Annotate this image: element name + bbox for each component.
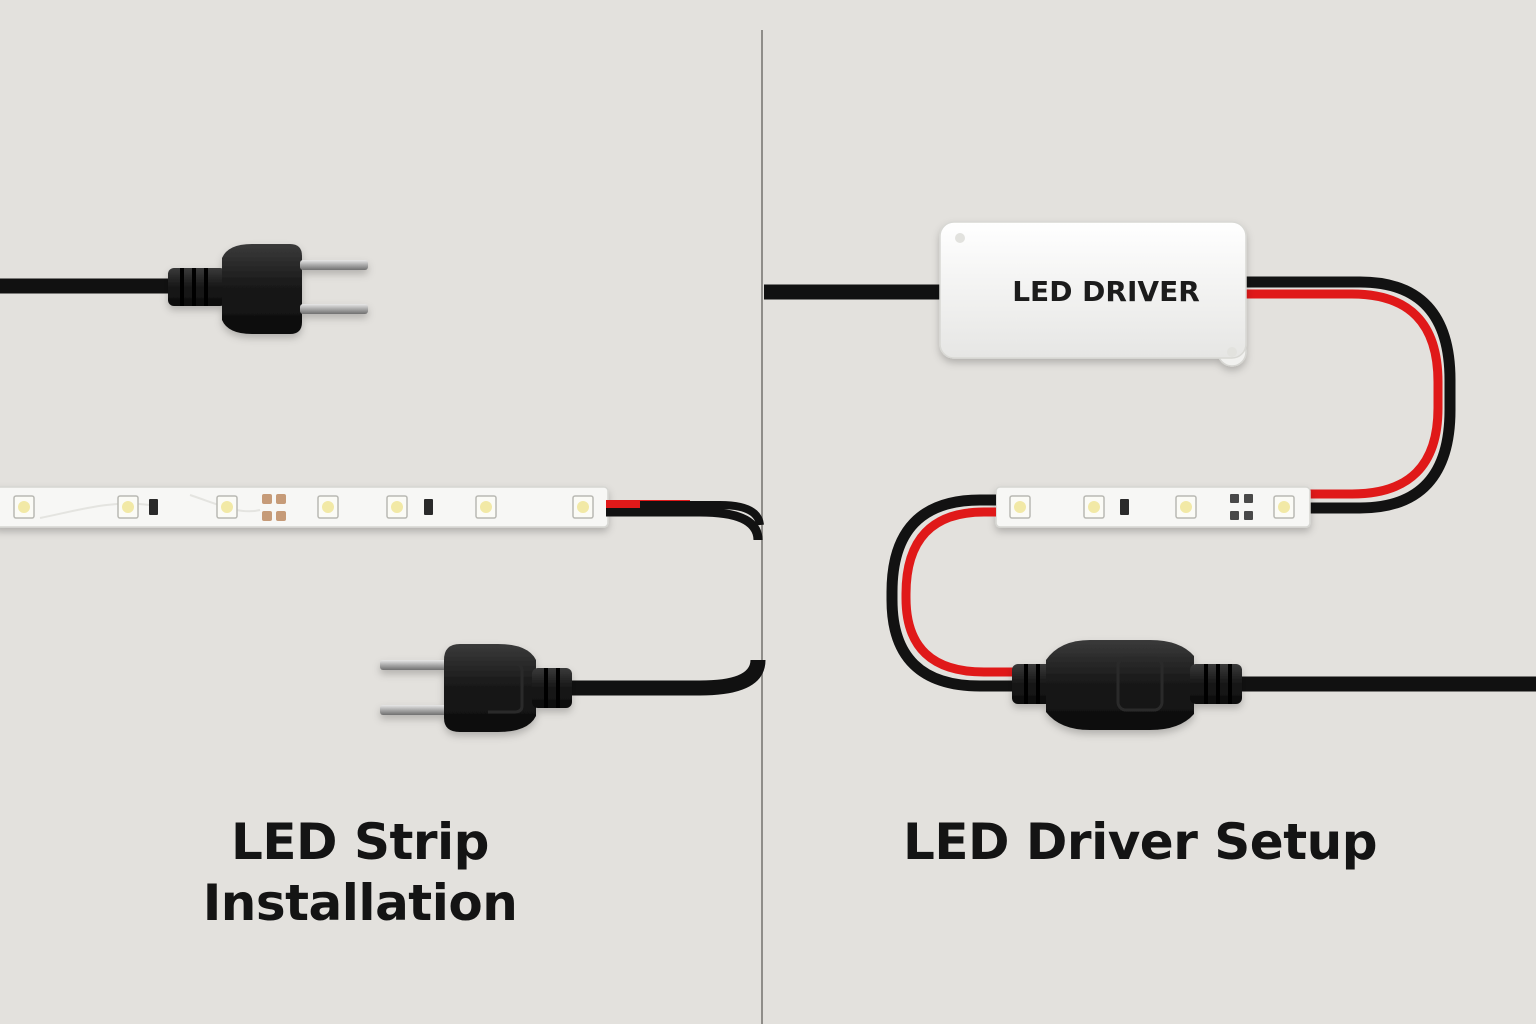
left-caption-line2: Installation xyxy=(202,874,518,932)
driver-output-red-wire xyxy=(1240,289,1443,499)
power-plug-icon xyxy=(380,644,572,732)
led-strip-icon xyxy=(995,486,1311,528)
strip-to-connector-red-wire xyxy=(901,507,1020,677)
driver-output-black-wire xyxy=(1240,276,1456,514)
left-panel-caption: LED Strip Installation xyxy=(150,812,570,934)
right-panel-caption: LED Driver Setup xyxy=(902,813,1378,871)
strip-black-wire xyxy=(606,507,763,541)
driver-label: LED DRIVER xyxy=(1012,275,1200,308)
power-plug-icon xyxy=(168,244,368,334)
strip-to-connector-black-wire xyxy=(886,494,1020,692)
led-driver-icon xyxy=(939,221,1247,367)
led-strip-icon xyxy=(0,486,609,528)
left-caption-line1: LED Strip xyxy=(231,813,489,871)
bottom-plug-cable xyxy=(560,659,766,696)
power-connector-icon xyxy=(1012,640,1242,730)
